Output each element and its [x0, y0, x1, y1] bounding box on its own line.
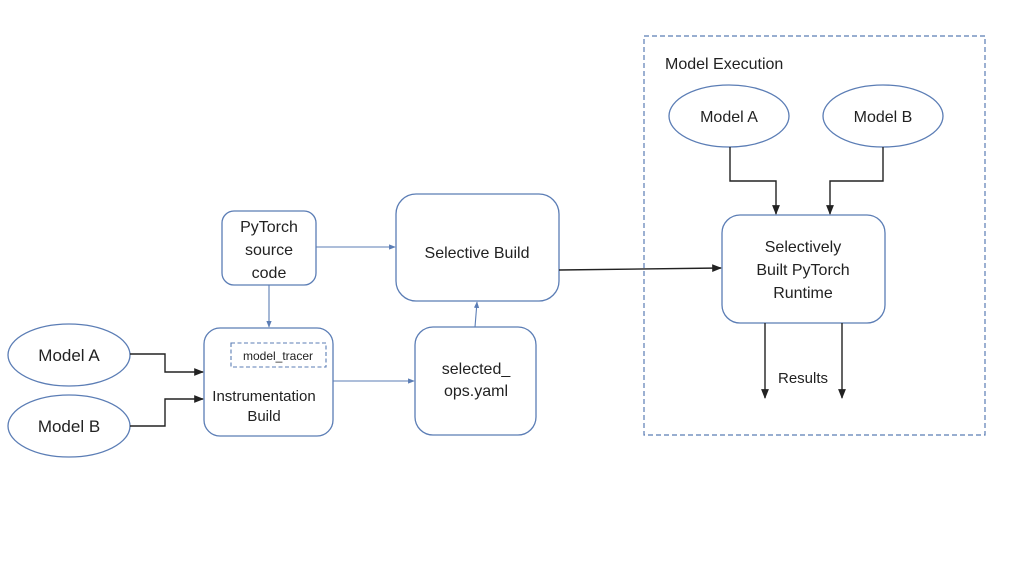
instrumentation-build-line1: Instrumentation	[212, 388, 315, 405]
model-execution-title: Model Execution	[665, 56, 783, 73]
model-tracer-tag	[230, 342, 327, 368]
results-label: Results	[778, 370, 828, 387]
runtime-node	[721, 214, 886, 324]
instrumentation-build-line2: Build	[247, 408, 280, 425]
selective-build-node	[395, 193, 560, 302]
model-execution-container	[643, 35, 986, 436]
model-tracer-label: model_tracer	[243, 349, 313, 363]
pytorch-source-line1: PyTorch	[240, 219, 298, 236]
exec-model-b-label: Model B	[854, 109, 913, 126]
left-model-a-node	[7, 323, 131, 387]
selected-ops-line1: selected_	[442, 361, 512, 378]
left-model-b-label: Model B	[38, 417, 100, 436]
selective-build-label: Selective Build	[425, 245, 530, 262]
exec-model-a-label: Model A	[700, 109, 758, 126]
selected-ops-node	[414, 326, 537, 436]
runtime-line3: Runtime	[773, 285, 833, 302]
arrow-selective-build-to-runtime	[558, 264, 722, 273]
runtime-line2: Built PyTorch	[756, 262, 849, 279]
arrow-left-model-a-to-instrumentation	[130, 353, 204, 376]
runtime-line1: Selectively	[765, 239, 841, 256]
exec-model-a-node	[668, 84, 790, 148]
pytorch-source-line3: code	[252, 265, 287, 282]
arrow-exec-model-a-to-runtime	[729, 147, 780, 215]
left-model-a-label: Model A	[38, 346, 100, 365]
pytorch-source-line2: source	[245, 242, 293, 259]
arrow-selected-ops-to-selective-build	[473, 301, 480, 328]
instrumentation-build-node	[203, 327, 334, 437]
arrow-exec-model-b-to-runtime	[826, 147, 884, 215]
selected-ops-line2: ops.yaml	[444, 383, 508, 400]
arrow-left-model-b-to-instrumentation	[130, 395, 204, 427]
